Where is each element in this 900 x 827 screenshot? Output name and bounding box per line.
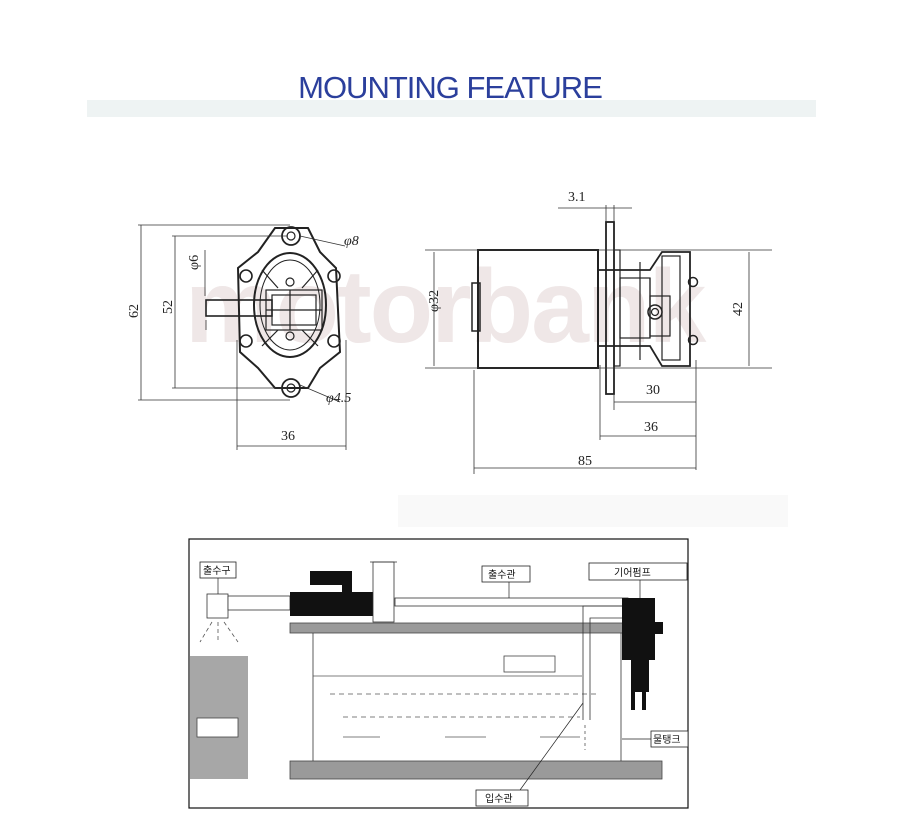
label-outlet: 출수구 [199,561,237,579]
dim-30: 30 [646,383,660,398]
dim-phi45: φ4.5 [326,391,351,406]
dim-62: 62 [127,304,142,318]
dim-36-side: 36 [644,420,658,435]
faucet [290,592,373,616]
svg-text:출수구: 출수구 [203,565,231,577]
svg-text:입수관: 입수관 [485,792,513,805]
svg-text:출수관: 출수관 [488,569,516,581]
title-band [87,100,816,117]
dim-phi32: φ32 [427,290,442,312]
label-water-tank: 물탱크 [650,730,689,748]
page-title: MOUNTING FEATURE [298,70,603,105]
dim-phi6: φ6 [187,255,202,270]
dim-52: 52 [161,300,176,314]
dim-42: 42 [731,302,746,316]
gear-pump [622,598,655,660]
dim-85: 85 [578,454,592,469]
gray-block [190,656,248,779]
mounting-drawing: motorbank [127,190,788,527]
label-outlet-pipe: 출수관 [481,565,531,583]
svg-text:물탱크: 물탱크 [653,734,681,746]
front-view [205,226,342,398]
fade-box [398,495,788,527]
top-plate [289,622,663,634]
dim-3-1: 3.1 [568,190,586,205]
bottom-plate [289,760,663,780]
svg-text:기어펌프: 기어펌프 [614,567,651,579]
outlet-nozzle [206,593,229,619]
label-gear-pump: 기어펌프 [588,562,688,581]
label-inlet-pipe: 입수관 [475,789,529,807]
dim-36-front: 36 [281,429,295,444]
dim-phi8: φ8 [344,234,359,249]
